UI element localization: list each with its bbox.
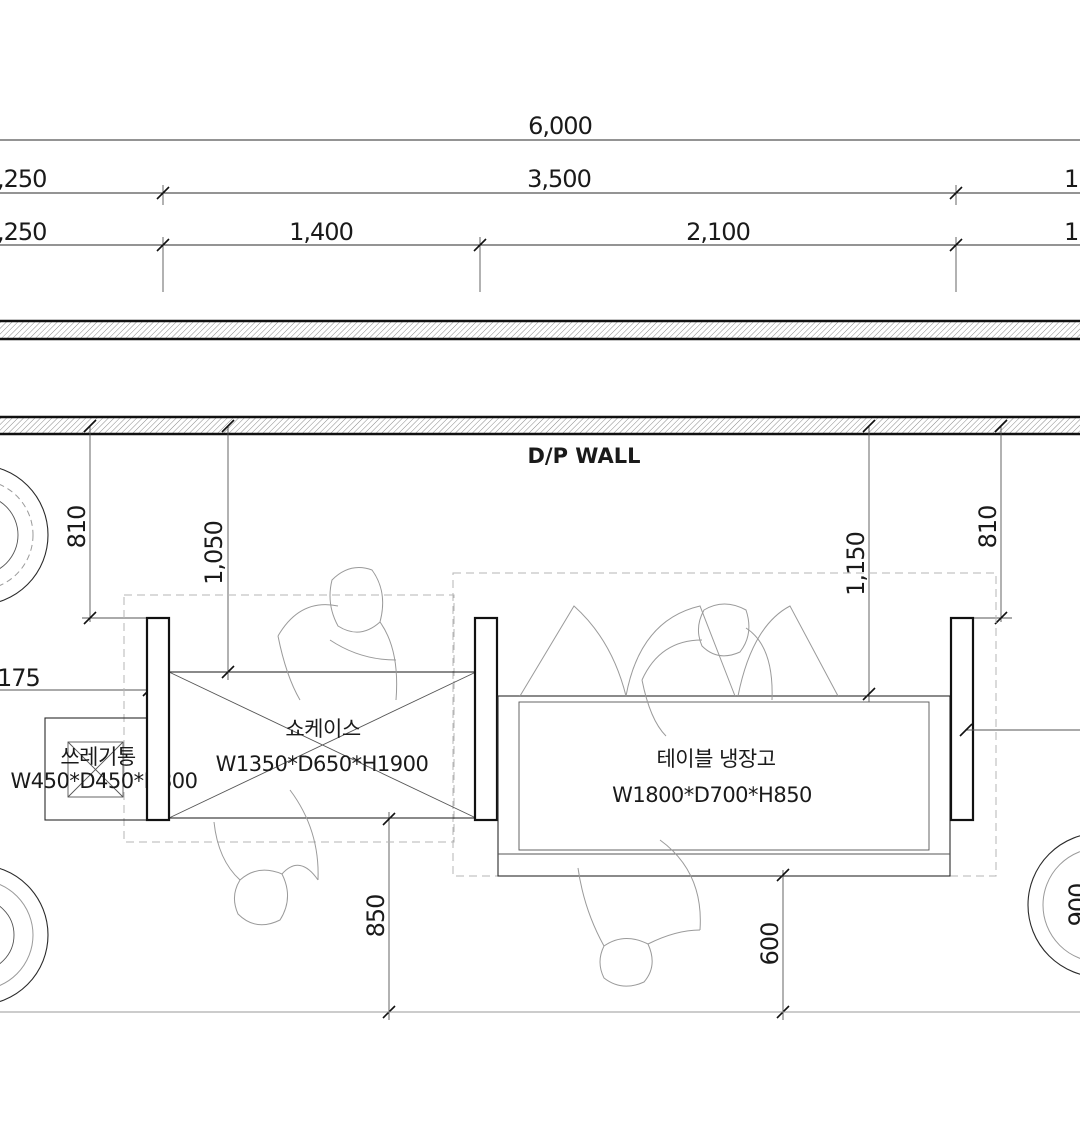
dim-fridge-gap: 1,150 [842, 532, 870, 596]
dp-wall: D/P WALL [0, 415, 1080, 468]
showcase-spec: W1350*D650*H1900 [216, 752, 429, 776]
dim-fridge-aisle: 600 [756, 923, 784, 966]
dim-row3-left: ,250 [0, 218, 46, 246]
trash-name: 쓰레기통 [60, 745, 135, 769]
person-figure-showcase-bottom [213, 789, 319, 926]
showcase-name: 쇼케이스 [285, 717, 360, 741]
person-figure-showcase-top [277, 567, 398, 701]
dim-row2-right: 1, [1064, 165, 1080, 193]
dim-showcase-aisle: 850 [362, 895, 390, 938]
fridge-name: 테이블 냉장고 [656, 747, 775, 771]
dim-right-810: 810 [974, 506, 1002, 549]
dim-showcase-gap: 1,050 [200, 521, 228, 585]
dim-trash-offset: 175 [0, 664, 40, 692]
dim-row2-middle: 3,500 [527, 165, 591, 193]
showcase: 쇼케이스 W1350*D650*H1900 [145, 616, 499, 822]
fridge-spec: W1800*D700*H850 [612, 783, 812, 807]
round-table-right: 900 [1027, 835, 1080, 975]
dim-right-circle: 900 [1064, 884, 1080, 927]
table-fridge: 테이블 냉장고 W1800*D700*H850 [497, 605, 1080, 877]
round-table-bottom-left [0, 867, 49, 1003]
dim-left-810: 810 [63, 506, 91, 549]
dimension-verticals: 810 1,050 1,150 810 175 850 600 [0, 419, 1012, 1020]
dimension-chain-overall: 6,000 [0, 112, 1080, 141]
wall-label: D/P WALL [527, 444, 640, 468]
dim-row3-right: 1, [1064, 218, 1080, 246]
person-figure-fridge-bottom [577, 839, 701, 987]
dimension-chain-row2: ,250 3,500 1, [0, 165, 1080, 205]
dim-row3-seg2: 2,100 [686, 218, 750, 246]
person-figure-fridge-top [641, 603, 773, 737]
dim-overall: 6,000 [528, 112, 592, 140]
round-table-top-left [0, 467, 49, 603]
fridge-zone [452, 572, 997, 877]
top-wall [0, 319, 1080, 341]
dimension-chain-row3: ,250 1,400 2,100 1, [0, 218, 1080, 292]
dim-row2-left: ,250 [0, 165, 46, 193]
dim-row3-seg1: 1,400 [289, 218, 353, 246]
